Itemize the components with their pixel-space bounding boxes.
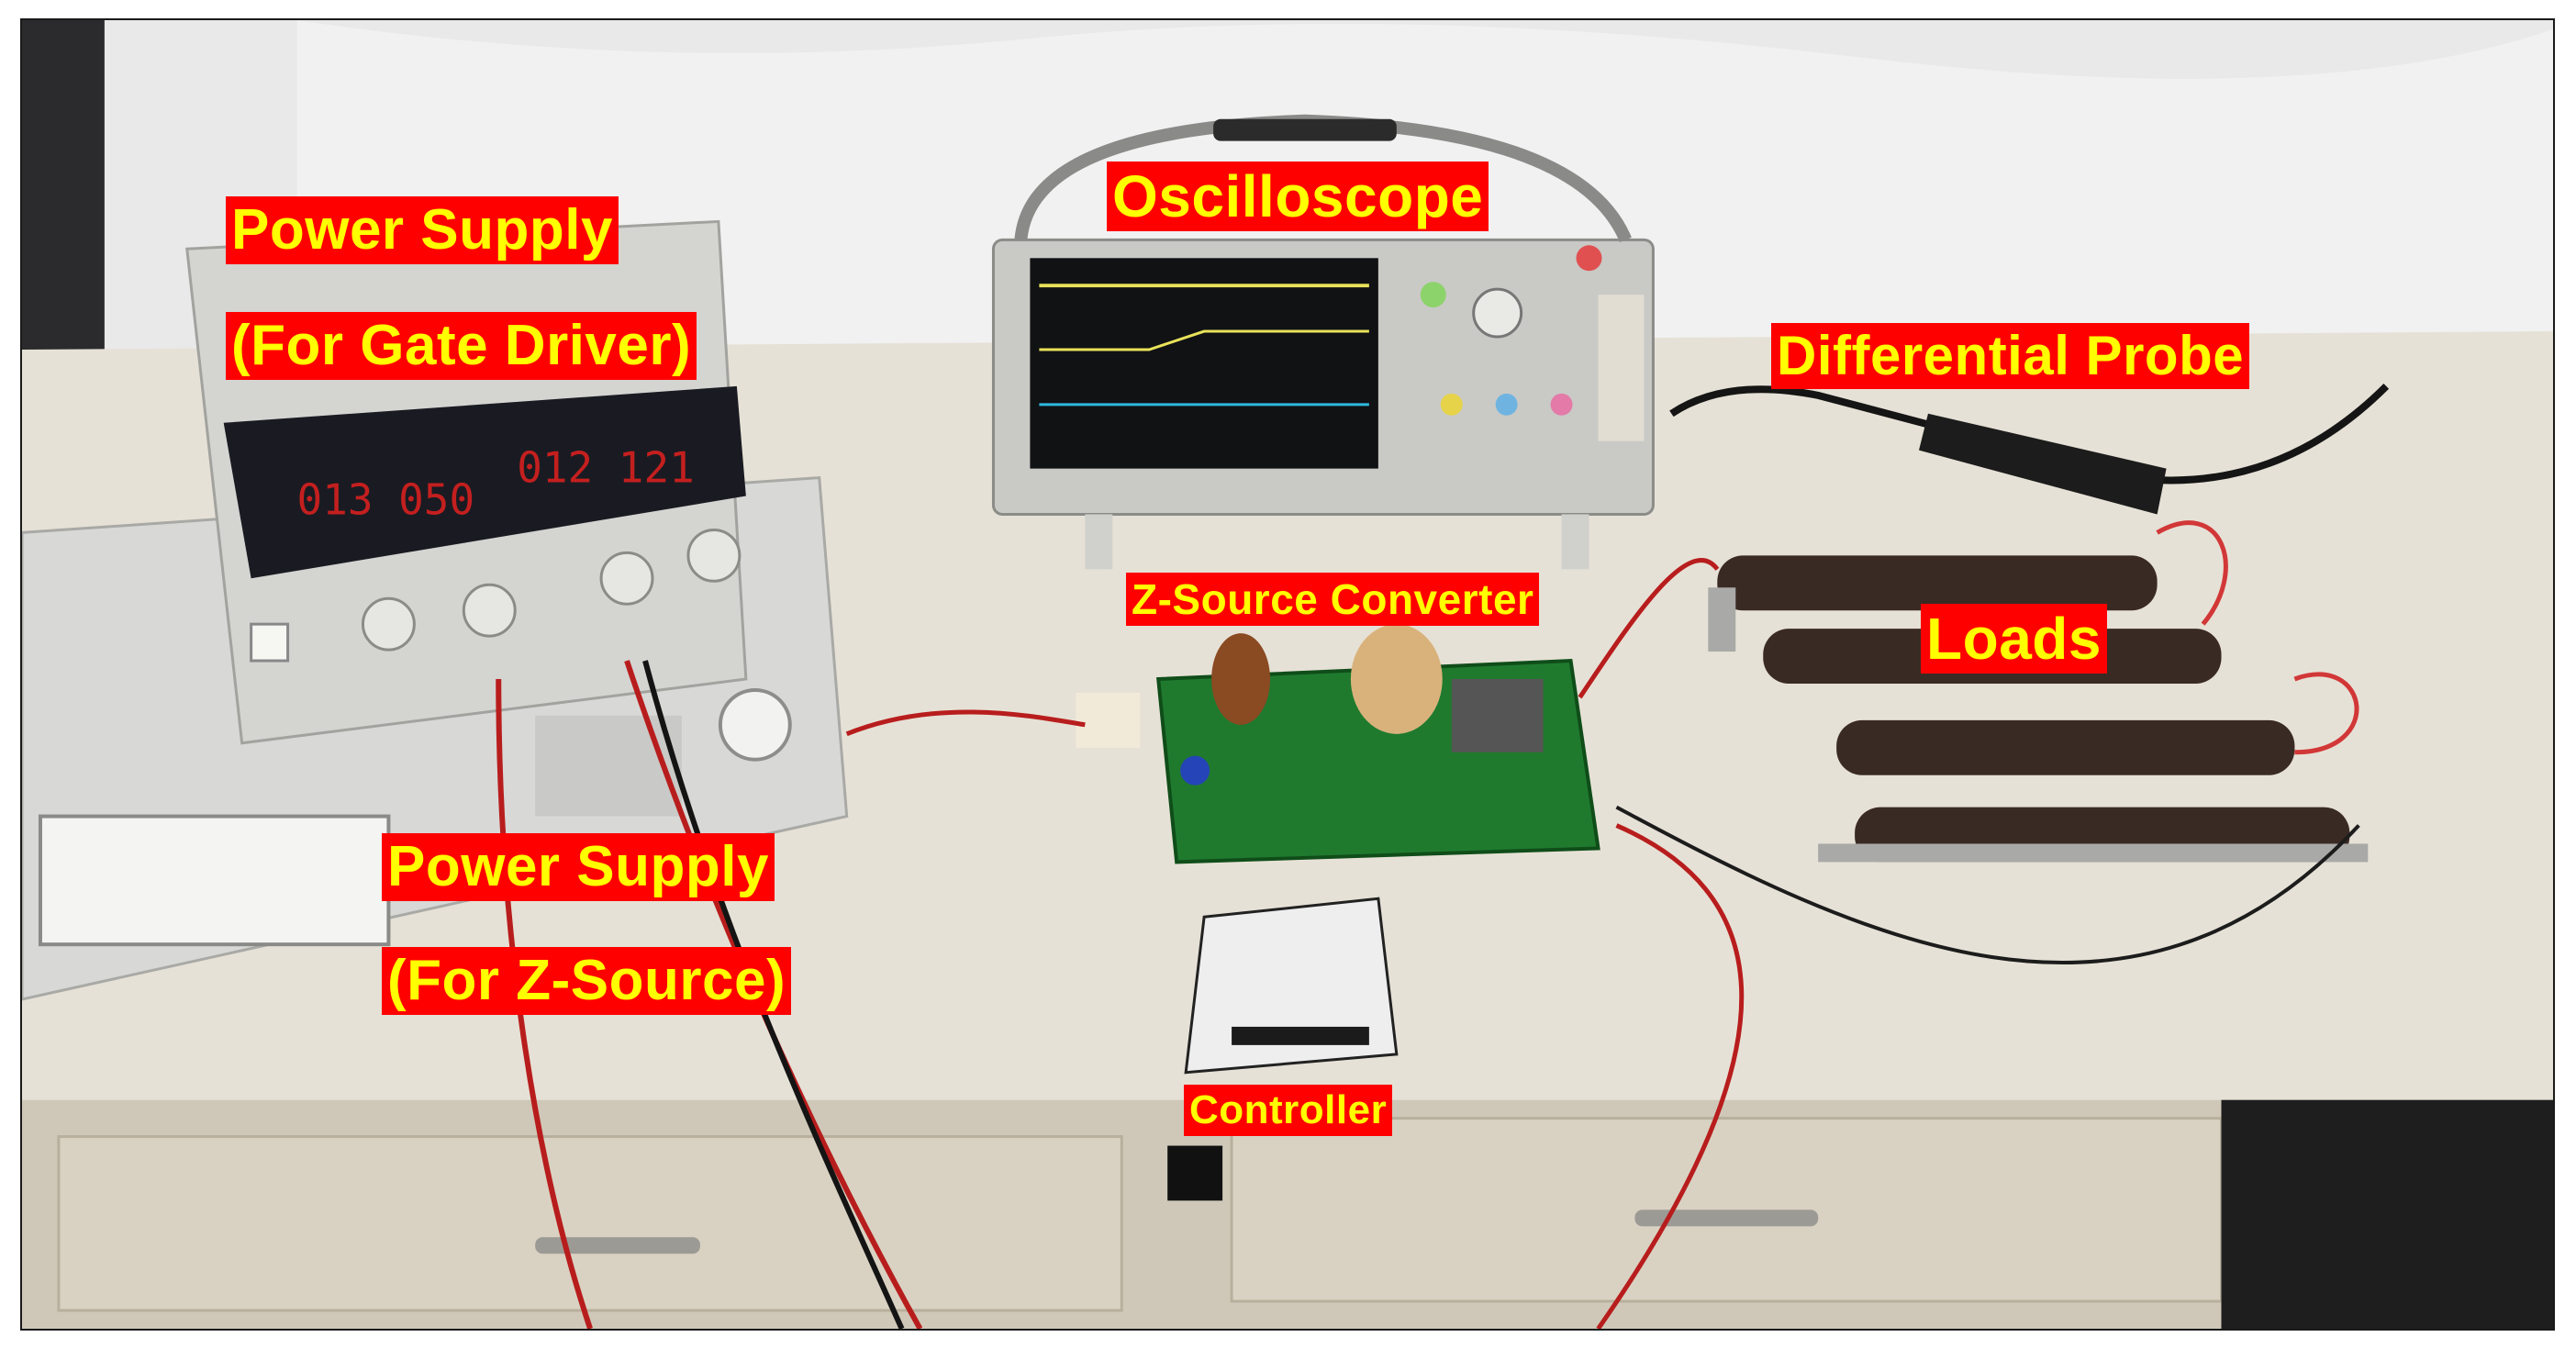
scope-foot-right xyxy=(1561,514,1589,570)
label-differential-probe: Differential Probe xyxy=(1771,323,2250,389)
label-power-supply-gate-title: Power Supply xyxy=(226,196,619,264)
load-jumper-1 xyxy=(2156,520,2228,626)
lab-setup-photo: 013 050 012 121 xyxy=(20,18,2555,1331)
black-wire-2 xyxy=(1615,805,2360,965)
scope-run-stop xyxy=(1576,245,1602,272)
drawer-left xyxy=(57,1135,1123,1312)
knob-1 xyxy=(361,596,416,652)
trace-2 xyxy=(1039,329,1369,351)
oscilloscope-screen xyxy=(1030,258,1378,469)
display-digits-left: 013 050 xyxy=(297,475,475,525)
scope-keypad xyxy=(1598,295,1645,441)
label-power-supply-gate-subtitle: (For Gate Driver) xyxy=(226,312,697,380)
load-jumper-2 xyxy=(2293,672,2359,755)
label-oscilloscope: Oscilloscope xyxy=(1107,162,1489,231)
red-wire-3 xyxy=(845,709,1086,737)
load-bracket xyxy=(1708,587,1736,652)
inductor-1 xyxy=(1211,633,1271,725)
red-wire-4 xyxy=(1578,558,1720,699)
display-digits-right: 012 121 xyxy=(517,443,695,493)
differential-probe-body xyxy=(1919,413,2167,515)
scope-knob-main xyxy=(1472,287,1523,339)
drawer-handle-left xyxy=(535,1237,700,1254)
handle-grip xyxy=(1213,118,1397,141)
controller-board xyxy=(1184,897,1399,1075)
lab-scene: 013 050 012 121 xyxy=(22,20,2553,1329)
power-supply-z-keypad xyxy=(535,715,682,817)
power-supply-z-display xyxy=(38,814,391,947)
scope-button-green xyxy=(1420,282,1446,308)
load-base xyxy=(1818,843,2369,863)
power-supply-gate-display xyxy=(223,385,746,579)
input-terminals xyxy=(1076,692,1141,748)
label-power-supply-z-subtitle: (For Z-Source) xyxy=(382,947,792,1015)
banana-jack xyxy=(1167,1145,1223,1201)
label-power-supply-z-title: Power Supply xyxy=(382,833,775,901)
black-wire-1 xyxy=(642,660,905,1329)
scope-button-yellow xyxy=(1440,393,1463,416)
load-resistor-3 xyxy=(1836,719,2295,775)
controller-header xyxy=(1232,1026,1369,1045)
load-resistor-1 xyxy=(1717,555,2158,611)
dark-corner xyxy=(22,20,105,405)
knob-3 xyxy=(599,551,654,606)
scope-foot-left xyxy=(1085,514,1113,570)
label-z-source-converter: Z-Source Converter xyxy=(1126,573,1540,626)
power-switch xyxy=(250,622,290,663)
capacitor xyxy=(1180,755,1210,785)
drawer-handle-right xyxy=(1634,1209,1819,1227)
drawer-right xyxy=(1230,1117,2224,1303)
scope-button-blue xyxy=(1495,393,1518,416)
dark-floor-right xyxy=(2221,1099,2553,1329)
red-wire-1 xyxy=(496,678,593,1329)
switch-bank xyxy=(1451,678,1544,752)
scope-button-pink xyxy=(1550,393,1573,416)
label-loads: Loads xyxy=(1921,604,2107,674)
red-wire-5 xyxy=(1596,823,1745,1329)
inductor-2 xyxy=(1350,624,1443,734)
label-controller: Controller xyxy=(1184,1085,1393,1136)
knob-2 xyxy=(462,583,517,638)
knob-4 xyxy=(686,528,742,583)
power-supply-z-knob xyxy=(718,687,792,762)
